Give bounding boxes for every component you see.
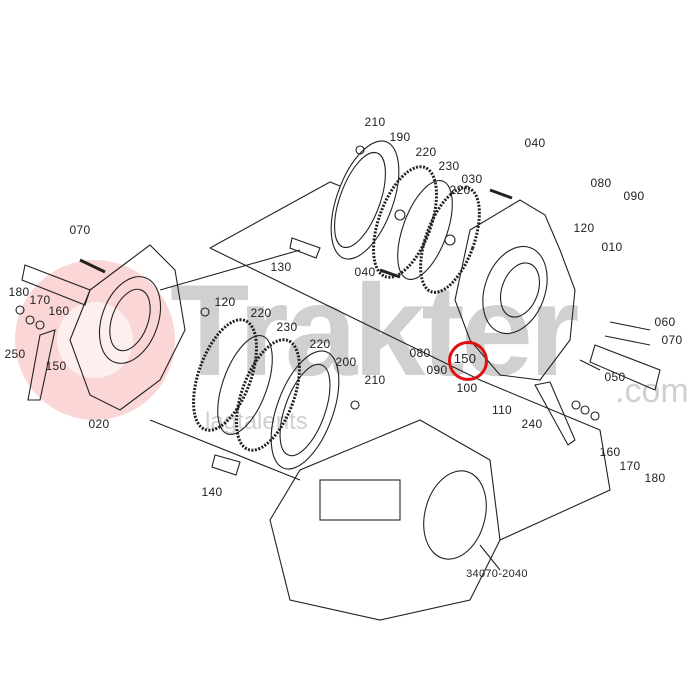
- watermark-brand: Trakter: [170, 257, 580, 403]
- part-label[interactable]: 230: [276, 320, 298, 334]
- part-label[interactable]: 140: [201, 485, 223, 499]
- part-label[interactable]: 120: [214, 295, 236, 309]
- part-label[interactable]: 220: [449, 183, 471, 197]
- part-label[interactable]: 190: [389, 130, 411, 144]
- part-label[interactable]: 210: [364, 373, 386, 387]
- part-label[interactable]: 250: [4, 347, 26, 361]
- part-label[interactable]: 010: [601, 240, 623, 254]
- part-label[interactable]: 210: [364, 115, 386, 129]
- part-label[interactable]: 120: [573, 221, 595, 235]
- part-label[interactable]: 080: [409, 346, 431, 360]
- part-label[interactable]: 150: [45, 359, 67, 373]
- part-label[interactable]: 230: [438, 159, 460, 173]
- part-label[interactable]: 220: [415, 145, 437, 159]
- part-label[interactable]: 080: [590, 176, 612, 190]
- part-label[interactable]: 170: [619, 459, 641, 473]
- part-label[interactable]: 110: [491, 403, 513, 417]
- part-label[interactable]: 200: [335, 355, 357, 369]
- part-label[interactable]: 090: [426, 363, 448, 377]
- part-label[interactable]: 160: [599, 445, 621, 459]
- part-label[interactable]: 070: [661, 333, 683, 347]
- part-label[interactable]: 020: [88, 417, 110, 431]
- part-label[interactable]: 030: [461, 172, 483, 186]
- highlight-circle: [448, 341, 488, 381]
- figure-code: 34070-2040: [466, 568, 528, 580]
- part-label[interactable]: 090: [623, 189, 645, 203]
- part-label[interactable]: 070: [69, 223, 91, 237]
- part-label[interactable]: 220: [250, 306, 272, 320]
- part-label[interactable]: 170: [29, 293, 51, 307]
- part-label[interactable]: 130: [270, 260, 292, 274]
- part-label[interactable]: 050: [604, 370, 626, 384]
- part-label[interactable]: 240: [521, 417, 543, 431]
- part-label[interactable]: 180: [8, 285, 30, 299]
- part-label[interactable]: 160: [48, 304, 70, 318]
- part-label-highlighted[interactable]: 150: [453, 351, 477, 366]
- part-label[interactable]: 220: [309, 337, 331, 351]
- part-label[interactable]: 180: [644, 471, 666, 485]
- part-label[interactable]: 040: [354, 265, 376, 279]
- part-label[interactable]: 060: [654, 315, 676, 329]
- part-label[interactable]: 040: [524, 136, 546, 150]
- part-label[interactable]: 100: [456, 381, 478, 395]
